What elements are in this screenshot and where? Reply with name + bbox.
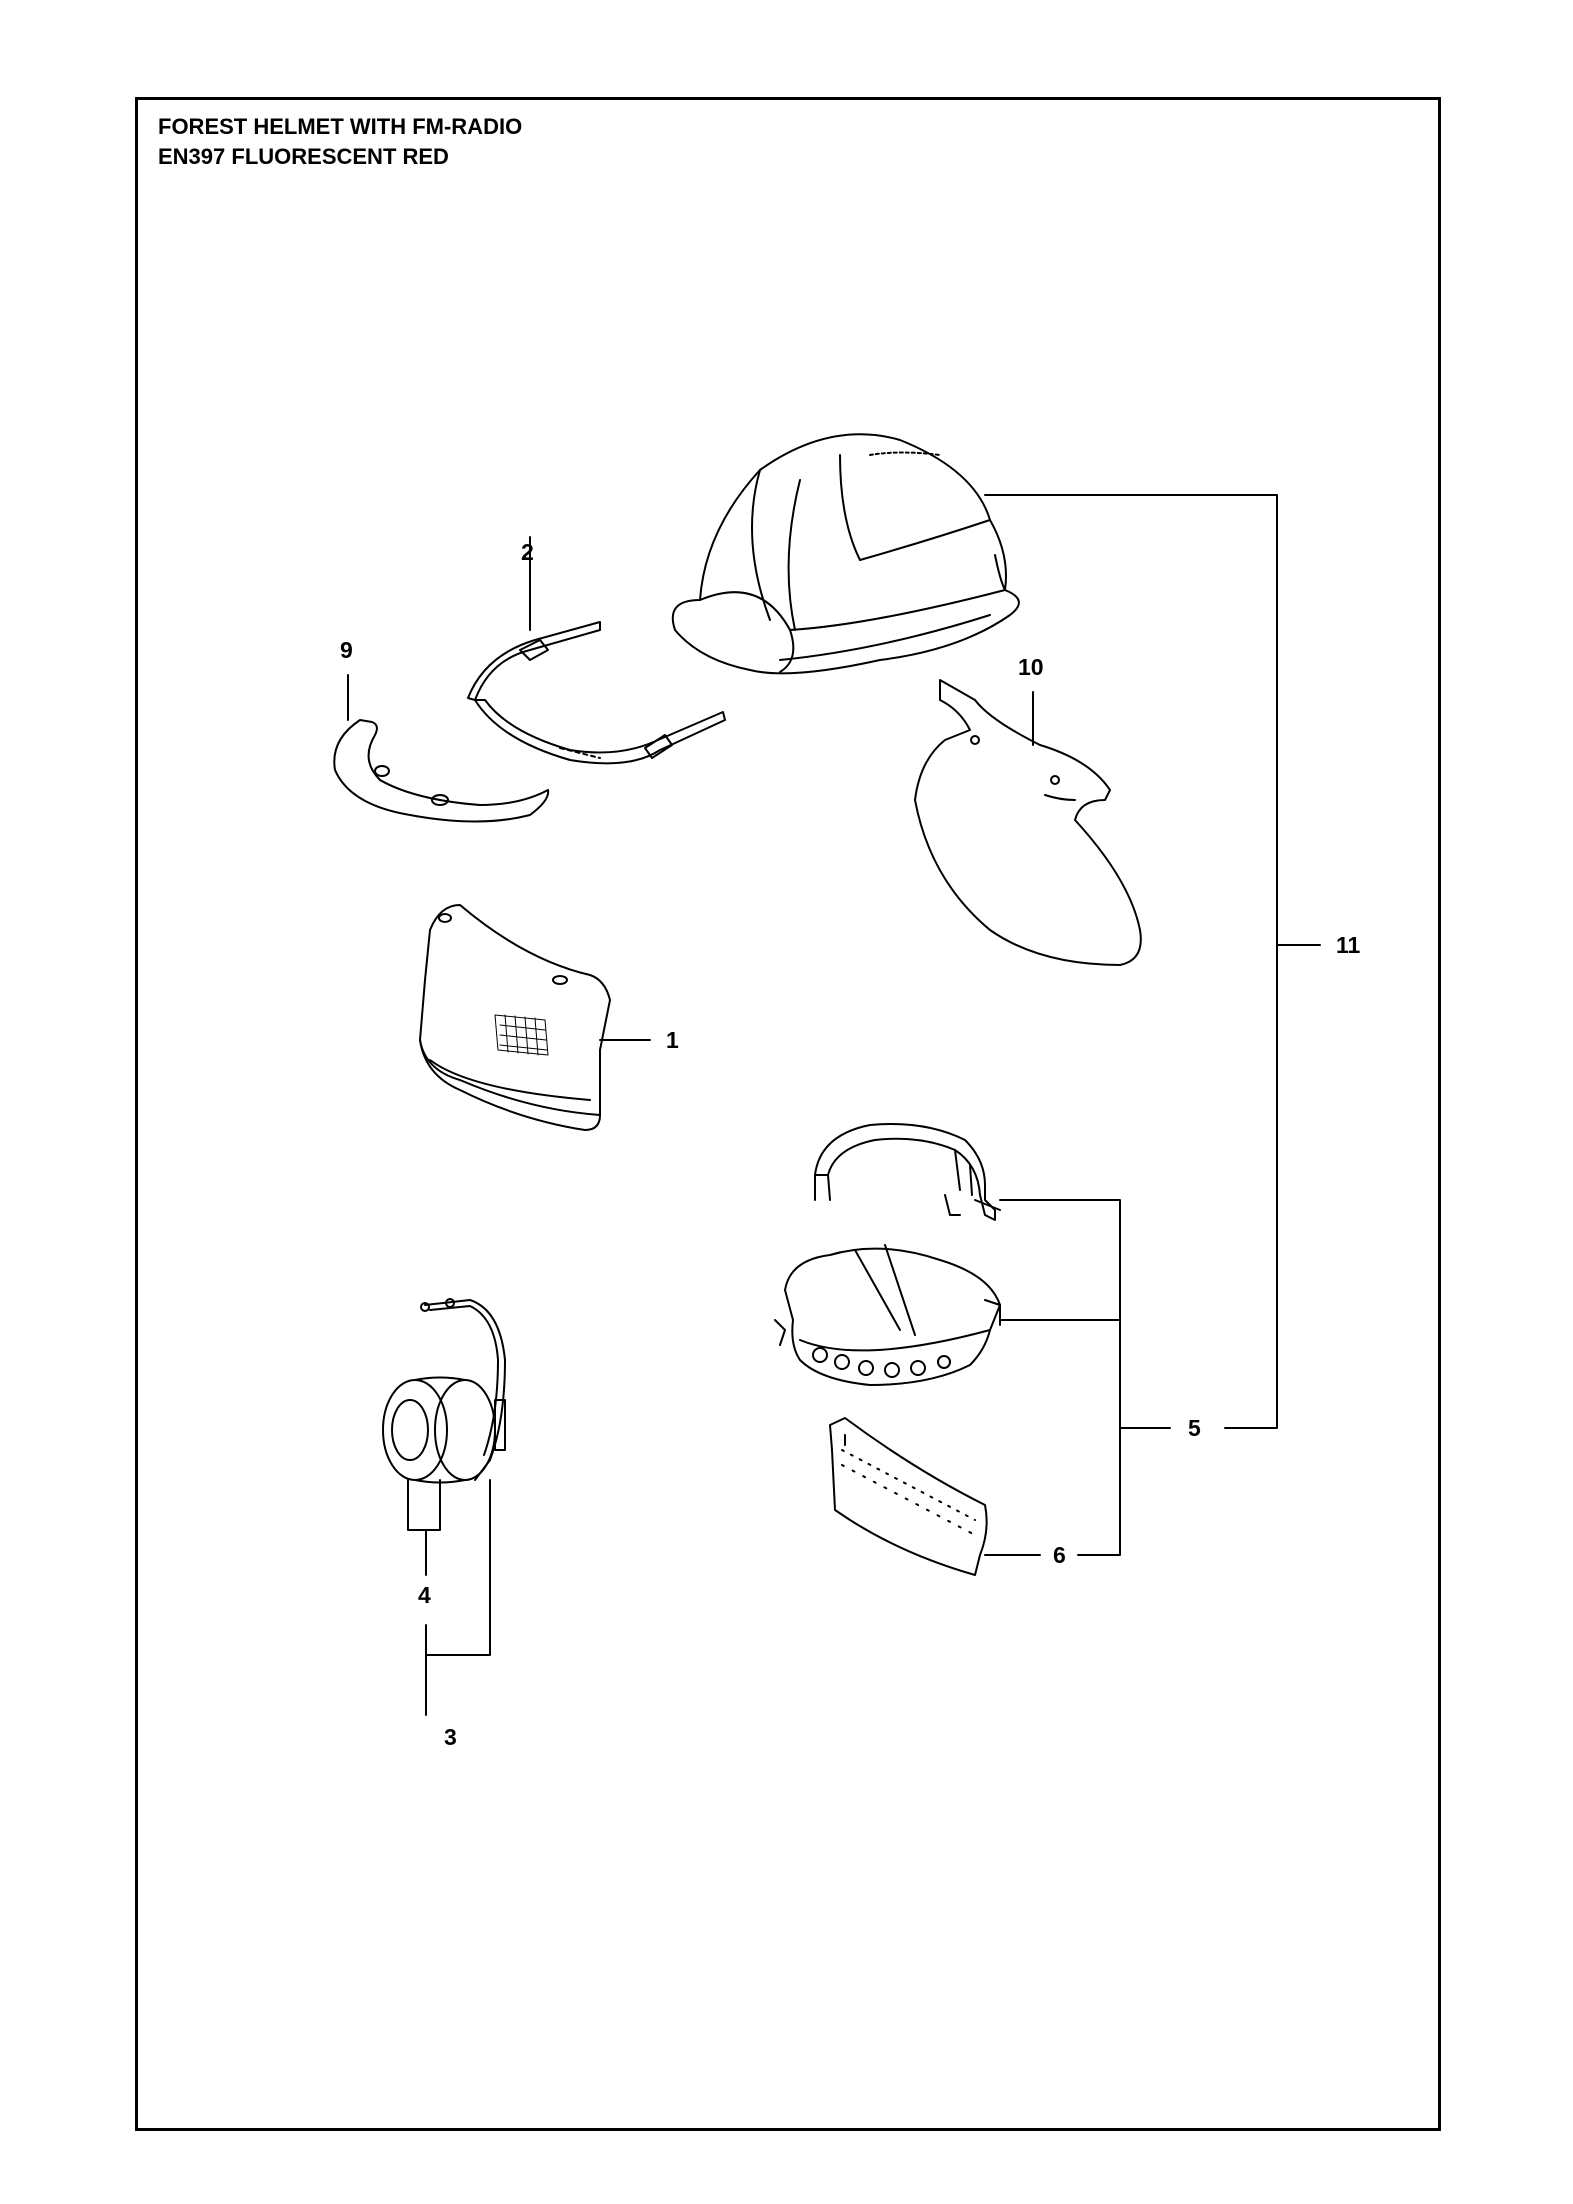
harness-headband — [774, 1244, 1001, 1386]
callout-4: 4 — [418, 1582, 431, 1608]
callout-5: 5 — [1188, 1415, 1201, 1441]
title-line-1: FOREST HELMET WITH FM-RADIO — [158, 114, 523, 139]
leader-lines — [347, 494, 1321, 1716]
visor-holder — [467, 621, 726, 765]
callout-11: 11 — [1336, 932, 1361, 958]
callout-1: 1 — [666, 1027, 679, 1053]
mesh-visor — [419, 904, 611, 1131]
drawing-title: FOREST HELMET WITH FM-RADIO EN397 FLUORE… — [158, 112, 522, 172]
neck-protector — [914, 679, 1142, 966]
earmuff — [382, 1298, 506, 1484]
harness-top-strap — [814, 1123, 1001, 1221]
helmet-shell — [671, 433, 1020, 675]
callout-3: 3 — [444, 1724, 457, 1750]
callout-2: 2 — [521, 539, 534, 565]
title-line-2: EN397 FLUORESCENT RED — [158, 144, 449, 169]
callout-10: 10 — [1018, 654, 1044, 680]
callout-6: 6 — [1053, 1542, 1066, 1568]
callout-9: 9 — [340, 637, 353, 663]
visor-peak — [333, 719, 550, 823]
drawing-frame — [135, 97, 1441, 2131]
sweatband — [829, 1417, 988, 1576]
